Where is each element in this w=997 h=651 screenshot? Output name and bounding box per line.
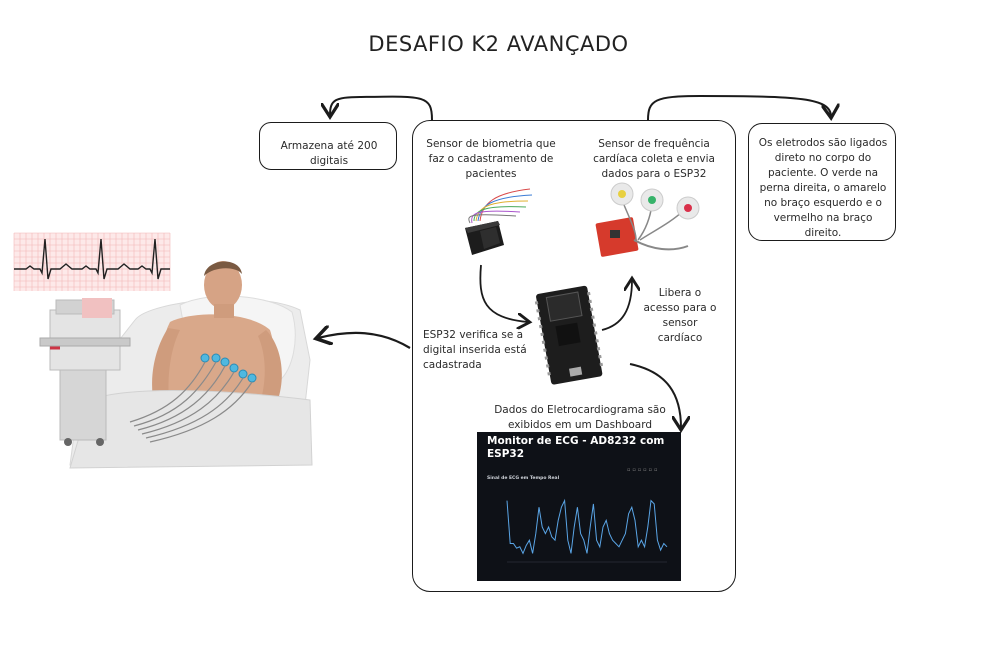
- biometric-sensor-label: Sensor de biometria que faz o cadastrame…: [426, 138, 556, 180]
- arrow-fingerprint-to-esp32: [479, 264, 528, 322]
- heart-sensor-label: Sensor de frequência cardíaca coleta e e…: [593, 138, 715, 180]
- electrodes-note-text: Os eletrodos são ligados direto no corpo…: [758, 137, 888, 239]
- arrow-esp32-to-heart: [601, 280, 632, 331]
- ecg-series-line: [506, 498, 668, 555]
- electrodes-note-box: Os eletrodos são ligados direto no corpo…: [748, 123, 896, 241]
- dashboard-title: Monitor de ECG - AD8232 com ESP32: [487, 435, 665, 460]
- arrow-to-patient: [318, 333, 411, 349]
- ad8232-board-icon: [595, 182, 700, 257]
- storage-note-text: Armazena até 200 digitais: [280, 140, 378, 167]
- dashboard-toolbar-icons: ▫▫▫▫▫▫: [627, 467, 660, 473]
- arrow-esp32-to-dashboard: [629, 363, 681, 428]
- ecg-dashboard-label: Dados do Eletrocardiograma são exibidos …: [494, 404, 666, 431]
- dashboard-chart-subtitle: Sinal de ECG em Tempo Real: [487, 476, 560, 481]
- patient-ecg-photo: [39, 261, 313, 469]
- ecg-strip-icon: [13, 232, 171, 291]
- ecg-line-chart: [506, 498, 668, 563]
- esp32-verify-label: ESP32 verifica se a digital inserida est…: [423, 329, 527, 371]
- esp32-board-icon: [534, 285, 604, 385]
- page-title: DESAFIO K2 AVANÇADO: [368, 32, 629, 56]
- arrow-to-electrodes: [647, 94, 831, 120]
- fingerprint-sensor-icon: [465, 188, 533, 255]
- ecg-dashboard: Monitor de ECG - AD8232 com ESP32 Sinal …: [477, 432, 681, 581]
- release-access-label: Libera o acesso para o sensor cardíaco: [643, 287, 717, 344]
- storage-note-box: Armazena até 200 digitais: [259, 122, 397, 170]
- arrow-to-storage: [330, 95, 433, 121]
